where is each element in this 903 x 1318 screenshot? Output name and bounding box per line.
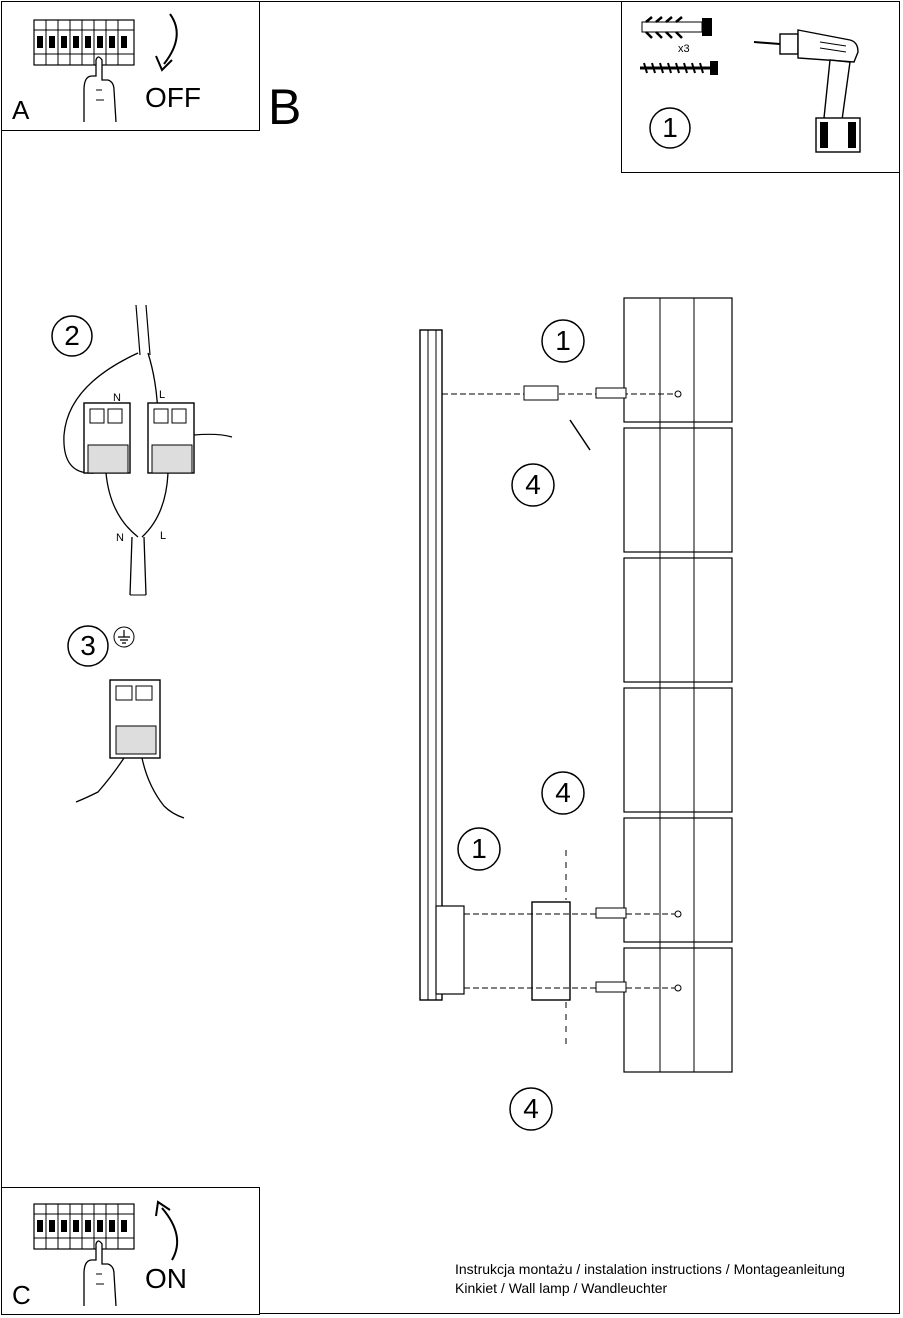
live-label-bottom: L [160,530,167,542]
wall-lamp-assembly-diagram [419,297,733,1073]
wall-plug-icon [641,16,712,39]
callout-1-bottom: 1 [471,833,487,864]
callout-4-top: 4 [525,469,541,500]
document-footer: Instrukcja montażu / instalation instruc… [455,1260,845,1298]
callout-4-top-badge [511,463,555,507]
footer-line-1: Instrukcja montażu / instalation instruc… [455,1261,845,1277]
quantity-label: x3 [678,43,690,55]
ground-icon [113,626,135,648]
step-3-number: 3 [80,630,96,661]
callout-4-mid: 4 [555,777,571,808]
callout-1-top-badge [541,319,585,363]
power-off-label: OFF [145,82,201,113]
step-c-letter: C [12,1280,31,1310]
step-a-letter: A [12,95,30,125]
step-b-letter: B [268,79,302,135]
tools-panel: x3 1 [621,1,900,173]
callout-1-bottom-badge [457,827,501,871]
power-on-label: ON [145,1263,187,1294]
circuit-breaker-icon [33,19,135,123]
callout-4-bottom: 4 [523,1093,539,1124]
wiring-diagram [63,304,233,596]
step-2-badge [51,315,93,357]
circuit-breaker-icon [33,1203,135,1307]
step-3-badge [67,625,109,667]
callout-4-bottom-badge [509,1087,553,1131]
callout-4-mid-badge [541,771,585,815]
step-a-power-off-panel: A OFF [1,1,260,131]
drill-icon [753,29,861,153]
live-label-top: L [159,389,166,401]
earth-connector-diagram [75,679,185,819]
neutral-label-top: N [113,392,121,404]
screw-icon [640,61,718,75]
footer-line-2: Kinkiet / Wall lamp / Wandleuchter [455,1280,668,1296]
arrow-up-icon [155,1200,179,1261]
neutral-label-bottom: N [116,532,124,544]
step-1-number: 1 [662,112,678,143]
step-c-power-on-panel: C ON [1,1187,260,1315]
arrow-down-icon [155,13,178,72]
step-1-badge [649,107,691,149]
callout-1-top: 1 [555,325,571,356]
step-2-number: 2 [64,320,80,351]
